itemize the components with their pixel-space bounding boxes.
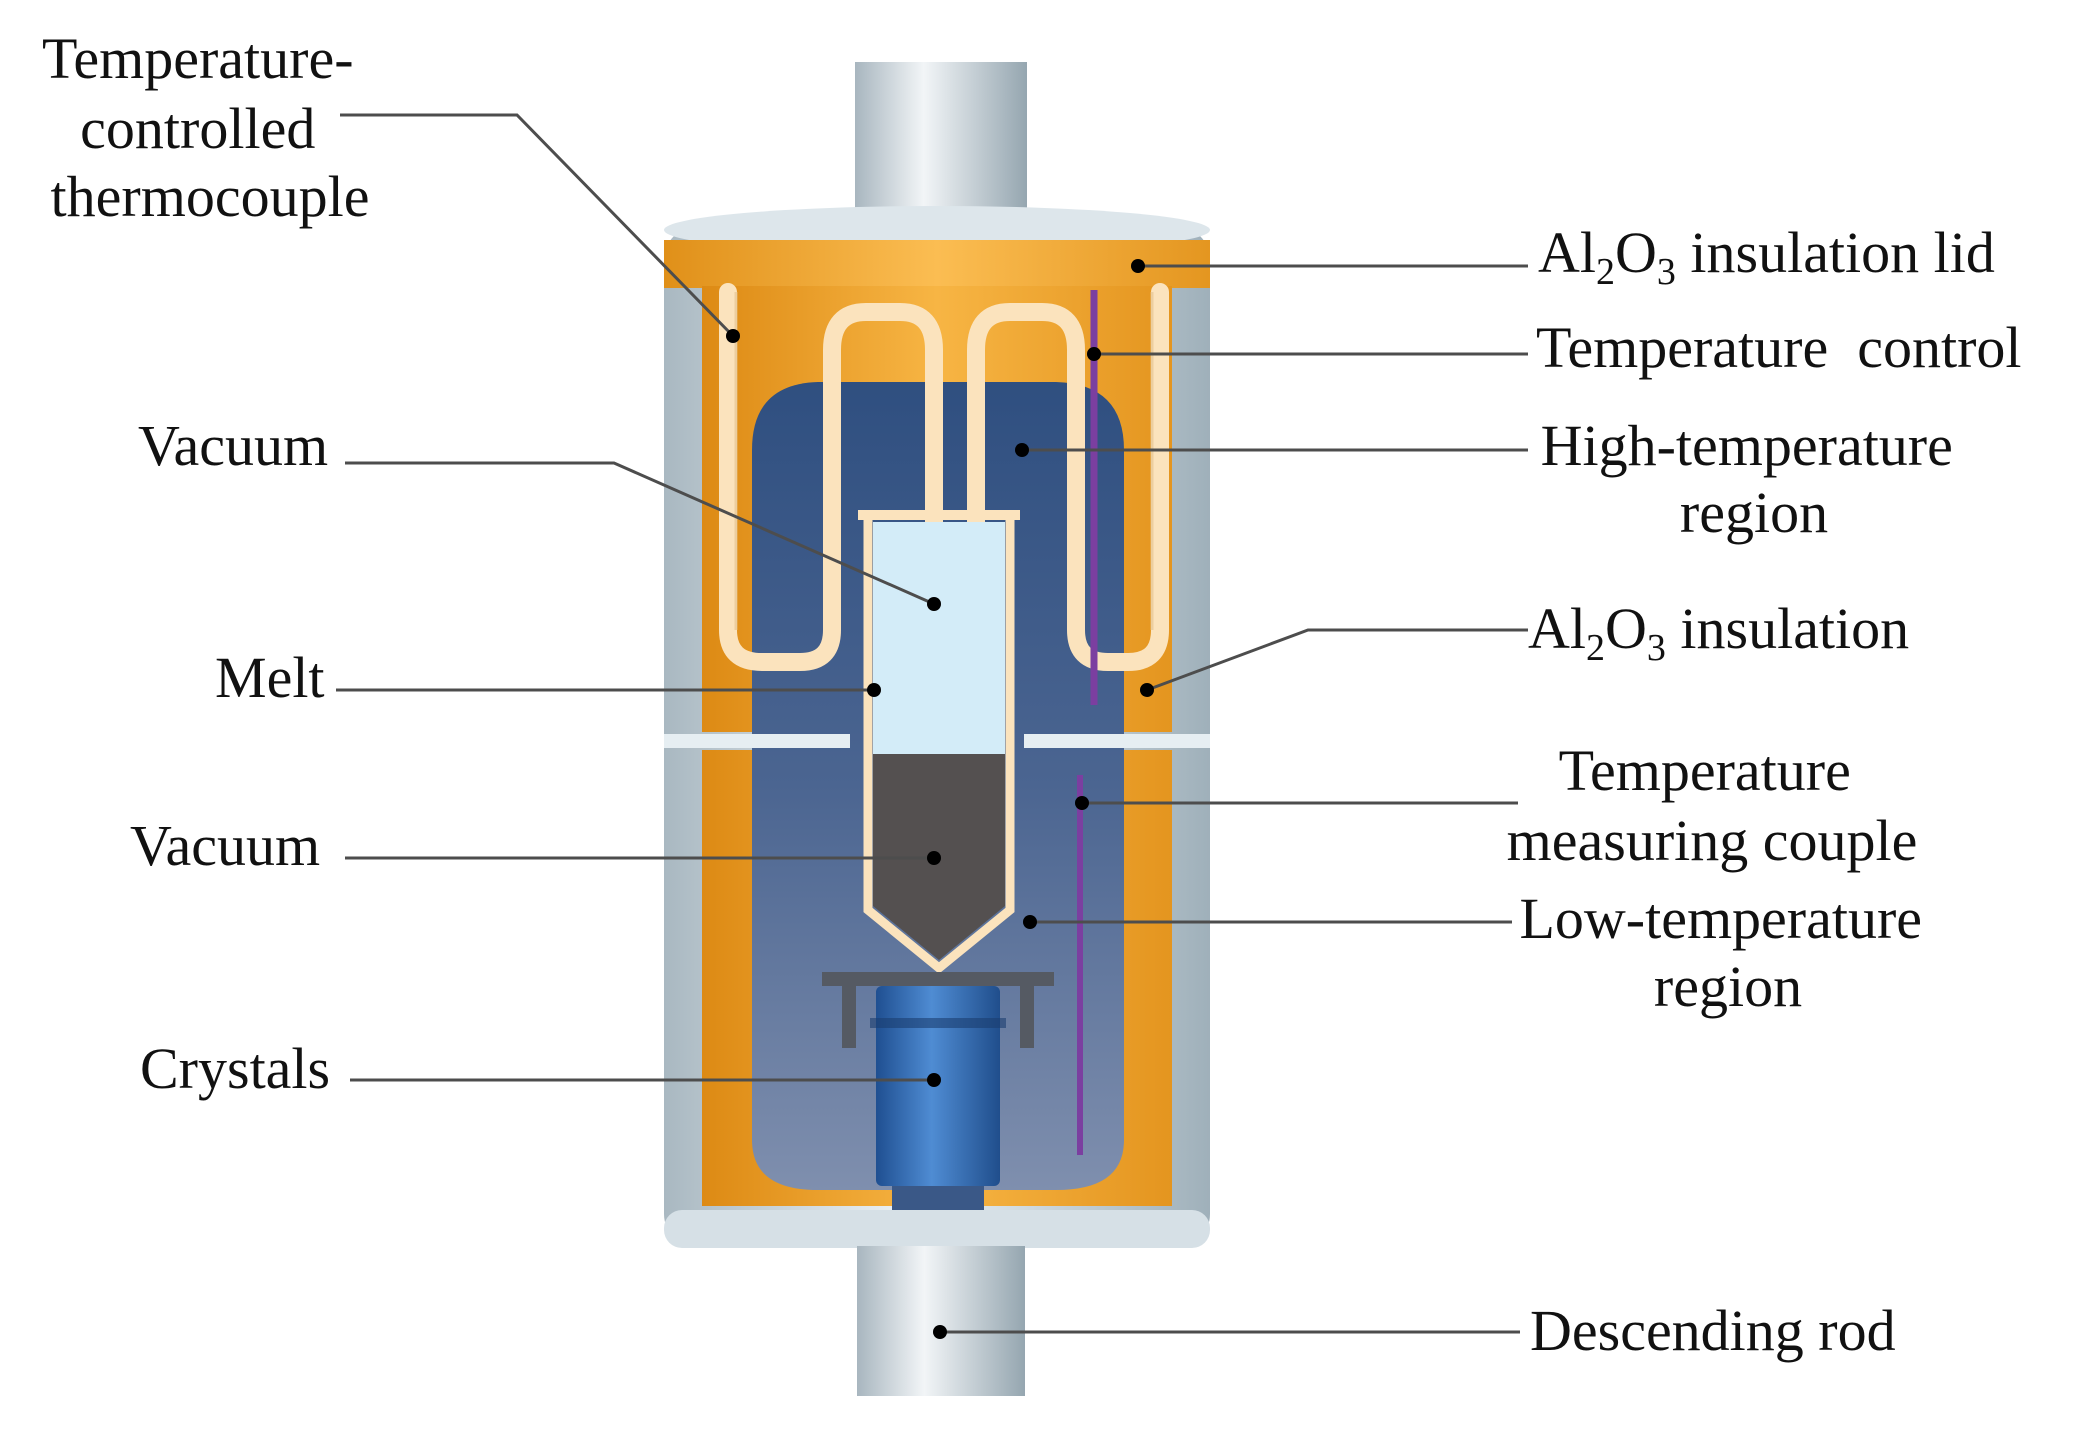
lid-sub-3: 3: [1657, 251, 1676, 293]
crystal-holder-leg-left: [842, 986, 856, 1048]
heating-elements: [719, 283, 1169, 671]
label-vacuum-bottom: Vacuum: [130, 813, 320, 878]
label-temperature-control: Temperature control: [1536, 315, 2022, 380]
label-low-temp-line-1: Low-temperature: [1519, 886, 1922, 951]
lid-sub-2: 2: [1596, 251, 1615, 293]
crystal-band: [870, 1018, 1006, 1028]
crucible-wall: [863, 520, 1015, 974]
ins-o: O: [1605, 596, 1647, 661]
shell-bottom-band: [664, 1210, 1210, 1248]
baffle-left: [664, 734, 850, 748]
label-measuring-line-1: Temperature: [1559, 738, 1851, 803]
label-descending-rod: Descending rod: [1530, 1298, 1896, 1363]
lid-o: O: [1615, 220, 1657, 285]
dot-vacuum-bottom: [927, 851, 941, 865]
label-measuring-line-2: measuring couple: [1507, 808, 1918, 873]
dot-vacuum-top: [927, 597, 941, 611]
descending-rod-shape: [857, 1246, 1025, 1396]
marker-dots: [726, 259, 1154, 1339]
melt-region: [873, 522, 1005, 754]
dot-low-temp: [1023, 915, 1037, 929]
label-tc-line-3: thermocouple: [51, 164, 370, 229]
dot-descending-rod: [933, 1325, 947, 1339]
lid-suffix: insulation lid: [1676, 220, 1995, 285]
ins-al: Al: [1528, 596, 1586, 661]
insulation-lid: [664, 240, 1210, 288]
dot-melt: [867, 683, 881, 697]
label-low-temp-line-2: region: [1654, 954, 1802, 1019]
dot-measuring-couple: [1075, 796, 1089, 810]
dot-crystals: [927, 1073, 941, 1087]
crystal-holder-bar: [822, 972, 1054, 986]
crystal-holder-leg-right: [1020, 986, 1034, 1048]
baffle-right: [1024, 734, 1210, 748]
label-tc-line-1: Temperature-: [42, 26, 354, 91]
label-vacuum-top: Vacuum: [138, 413, 328, 478]
dot-high-temp: [1015, 443, 1029, 457]
crystal-body: [876, 986, 1000, 1186]
ins-suffix: insulation: [1666, 596, 1909, 661]
label-high-temp-line-2: region: [1680, 480, 1828, 545]
label-high-temp-line-1: High-temperature: [1541, 413, 1953, 478]
ins-sub-3: 3: [1647, 627, 1666, 669]
label-temperature-measuring-couple: Temperature measuring couple: [1507, 738, 1918, 873]
label-tc-thermocouple: Temperature- controlled thermocouple: [42, 26, 369, 229]
label-al2o3-insulation-lid: Al2O3 insulation lid: [1538, 220, 1995, 293]
lid-al: Al: [1538, 220, 1596, 285]
ins-sub-2: 2: [1586, 627, 1605, 669]
leader-lines: [336, 113, 1528, 1334]
dot-lid: [1131, 259, 1145, 273]
crystal-base: [892, 1186, 984, 1212]
dot-tc-thermocouple: [726, 329, 740, 343]
crucible-flange: [858, 510, 1020, 520]
label-melt: Melt: [215, 645, 325, 710]
dot-temp-control: [1087, 347, 1101, 361]
label-tc-line-2: controlled: [80, 96, 315, 161]
dot-insulation: [1140, 683, 1154, 697]
label-high-temperature-region: High-temperature region: [1541, 413, 1968, 545]
label-al2o3-insulation: Al2O3 insulation: [1528, 596, 1909, 669]
label-low-temperature-region: Low-temperature region: [1519, 886, 1936, 1019]
label-crystals: Crystals: [140, 1036, 330, 1101]
